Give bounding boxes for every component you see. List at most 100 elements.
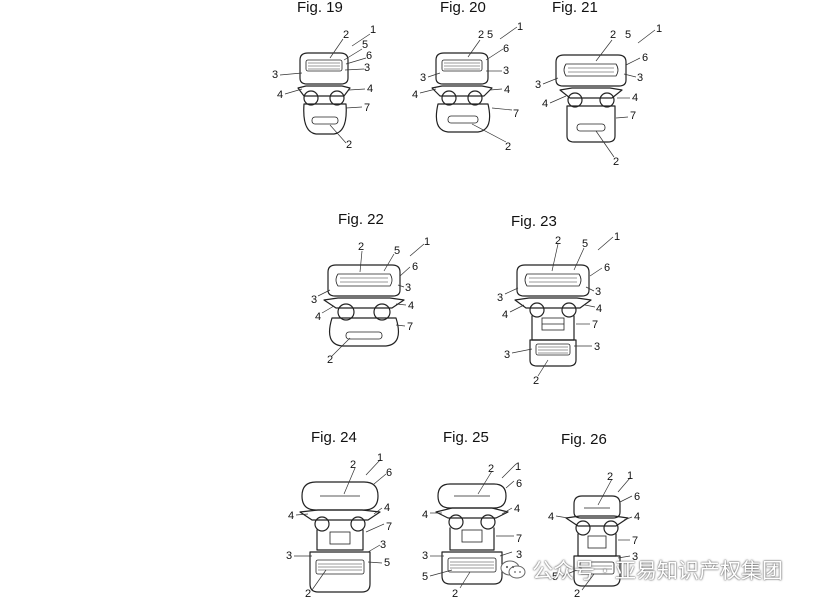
svg-text:3: 3 — [516, 549, 522, 561]
figure-22-title: Fig. 22 — [338, 211, 384, 228]
figure-23-title: Fig. 23 — [511, 213, 557, 230]
svg-text:2: 2 — [346, 139, 352, 151]
figure-25-title: Fig. 25 — [443, 429, 489, 446]
svg-text:3: 3 — [595, 286, 601, 298]
svg-text:3: 3 — [632, 551, 638, 563]
svg-text:1: 1 — [517, 21, 523, 33]
svg-text:5: 5 — [422, 571, 428, 583]
figure-19-title: Fig. 19 — [297, 0, 343, 16]
figure-25: Fig. 25 2 1 6 4 4 7 3 3 5 2 — [422, 429, 522, 600]
svg-text:6: 6 — [503, 43, 509, 55]
svg-text:2: 2 — [327, 354, 333, 366]
svg-text:4: 4 — [502, 309, 508, 321]
svg-text:4: 4 — [504, 84, 510, 96]
svg-text:1: 1 — [627, 470, 633, 482]
svg-text:2: 2 — [452, 588, 458, 600]
svg-text:3: 3 — [380, 539, 386, 551]
svg-text:4: 4 — [514, 503, 520, 515]
svg-text:7: 7 — [630, 110, 636, 122]
svg-text:2: 2 — [305, 588, 311, 600]
figure-24-title: Fig. 24 — [311, 429, 357, 446]
figure-19: Fig. 19 2 1 5 6 3 3 4 4 7 2 — [272, 0, 376, 151]
svg-text:2: 2 — [505, 141, 511, 153]
svg-text:2: 2 — [343, 29, 349, 41]
svg-text:2: 2 — [574, 588, 580, 600]
svg-text:7: 7 — [632, 535, 638, 547]
svg-text:4: 4 — [422, 509, 428, 521]
svg-text:2: 2 — [488, 463, 494, 475]
svg-text:1: 1 — [424, 236, 430, 248]
svg-text:7: 7 — [592, 319, 598, 331]
svg-text:5: 5 — [487, 29, 493, 41]
figure-23: Fig. 23 2 5 1 6 3 3 4 4 7 3 3 2 — [497, 213, 620, 387]
svg-text:7: 7 — [407, 321, 413, 333]
svg-text:3: 3 — [504, 349, 510, 361]
svg-text:4: 4 — [412, 89, 418, 101]
svg-text:4: 4 — [548, 511, 554, 523]
svg-text:4: 4 — [632, 92, 638, 104]
figure-26: Fig. 26 2 1 6 4 4 7 3 5 2 — [548, 431, 640, 600]
svg-text:7: 7 — [516, 533, 522, 545]
svg-text:2: 2 — [358, 241, 364, 253]
svg-text:3: 3 — [503, 65, 509, 77]
svg-text:3: 3 — [637, 72, 643, 84]
svg-text:4: 4 — [288, 510, 294, 522]
svg-text:3: 3 — [497, 292, 503, 304]
svg-text:1: 1 — [515, 461, 521, 473]
figure-24: Fig. 24 2 1 6 4 4 7 3 3 5 2 — [286, 429, 392, 600]
svg-text:4: 4 — [408, 300, 414, 312]
svg-text:3: 3 — [594, 341, 600, 353]
svg-text:3: 3 — [364, 62, 370, 74]
svg-text:4: 4 — [384, 502, 390, 514]
svg-text:2: 2 — [478, 29, 484, 41]
figure-20-title: Fig. 20 — [440, 0, 486, 16]
svg-text:1: 1 — [614, 231, 620, 243]
watermark-text: 公众号 · 亚易知识产权集团 — [532, 559, 784, 583]
svg-text:6: 6 — [516, 478, 522, 490]
figure-21-title: Fig. 21 — [552, 0, 598, 16]
wechat-icon — [500, 560, 526, 579]
svg-text:4: 4 — [277, 89, 283, 101]
svg-text:6: 6 — [634, 491, 640, 503]
svg-text:2: 2 — [555, 235, 561, 247]
svg-text:1: 1 — [656, 23, 662, 35]
svg-text:2: 2 — [610, 29, 616, 41]
svg-text:5: 5 — [362, 39, 368, 51]
svg-text:2: 2 — [350, 459, 356, 471]
svg-text:7: 7 — [386, 521, 392, 533]
svg-text:2: 2 — [613, 156, 619, 168]
svg-text:6: 6 — [366, 50, 372, 62]
svg-text:1: 1 — [377, 452, 383, 464]
svg-text:5: 5 — [625, 29, 631, 41]
svg-text:6: 6 — [412, 261, 418, 273]
svg-text:5: 5 — [552, 571, 558, 583]
figure-22: Fig. 22 2 5 1 6 3 3 4 4 7 2 — [311, 211, 430, 366]
svg-text:4: 4 — [542, 98, 548, 110]
watermark: 公众号 · 亚易知识产权集团 — [500, 553, 783, 587]
svg-text:4: 4 — [367, 83, 373, 95]
figure-26-title: Fig. 26 — [561, 431, 607, 448]
svg-text:3: 3 — [535, 79, 541, 91]
svg-text:3: 3 — [311, 294, 317, 306]
svg-text:1: 1 — [370, 24, 376, 36]
svg-text:4: 4 — [315, 311, 321, 323]
svg-text:6: 6 — [604, 262, 610, 274]
svg-text:2: 2 — [607, 471, 613, 483]
svg-text:6: 6 — [642, 52, 648, 64]
svg-text:5: 5 — [582, 238, 588, 250]
svg-text:5: 5 — [394, 245, 400, 257]
svg-text:7: 7 — [364, 102, 370, 114]
svg-text:4: 4 — [596, 303, 602, 315]
svg-text:3: 3 — [286, 550, 292, 562]
svg-text:4: 4 — [634, 511, 640, 523]
svg-text:3: 3 — [405, 282, 411, 294]
svg-text:5: 5 — [384, 557, 390, 569]
svg-text:3: 3 — [422, 550, 428, 562]
svg-text:2: 2 — [533, 375, 539, 387]
svg-text:3: 3 — [272, 69, 278, 81]
svg-text:6: 6 — [386, 467, 392, 479]
svg-text:7: 7 — [513, 108, 519, 120]
